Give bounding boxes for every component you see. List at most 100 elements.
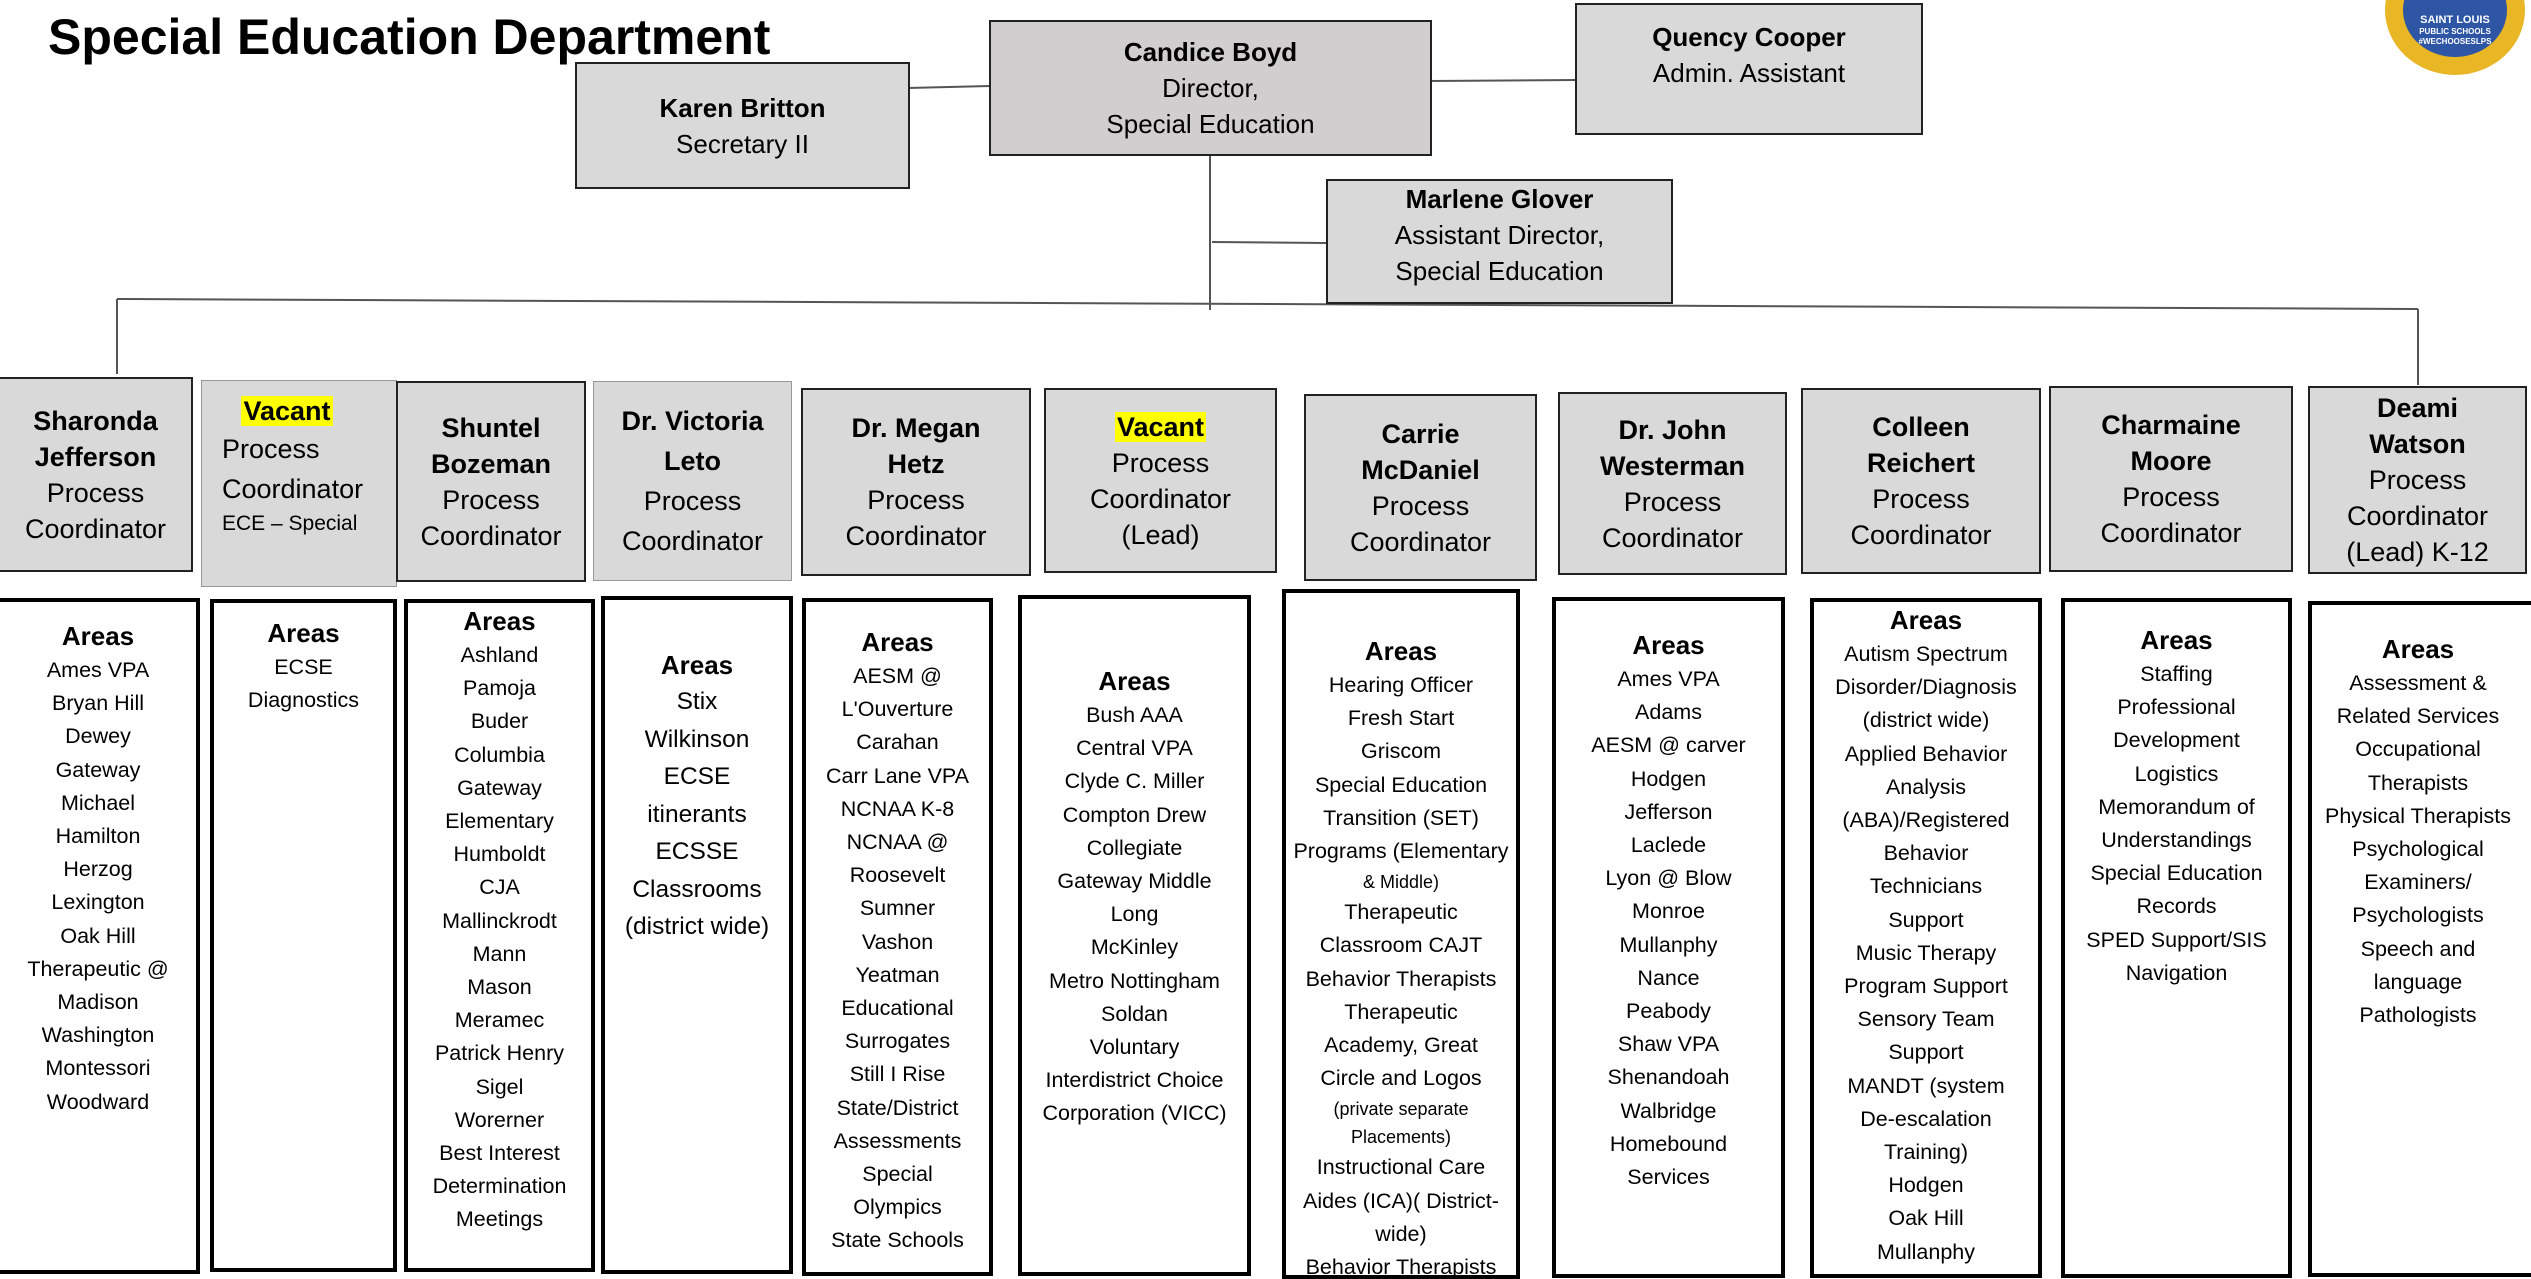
areas-heading: Areas xyxy=(1364,636,1438,666)
area-item: Oak Hill xyxy=(1888,1206,1964,1231)
area-item: AESM @ carver xyxy=(1591,733,1746,758)
coordinator-role: Process xyxy=(1111,447,1210,478)
assistant-director-name: Marlene Glover xyxy=(1405,184,1594,214)
area-item: Laclede xyxy=(1630,833,1707,858)
coordinator-name: Dr. John xyxy=(1618,414,1727,445)
area-item: ECSSE xyxy=(655,838,739,865)
coordinator-box-1: Sharonda Jefferson Process Coordinator xyxy=(0,377,193,572)
areas-box-7: Areas Hearing Officer Fresh Start Grisco… xyxy=(1282,589,1520,1279)
area-item: Hearing Officer xyxy=(1328,673,1474,697)
coordinator-box-11: Deami Watson Process Coordinator (Lead) … xyxy=(2308,386,2527,574)
coordinator-name: Bozeman xyxy=(430,448,552,479)
area-item: Aides (ICA)( District- xyxy=(1303,1188,1499,1213)
coordinator-role: Process xyxy=(1872,484,1970,514)
areas-heading: Areas xyxy=(861,627,934,657)
coordinator-name: Shuntel xyxy=(441,412,541,443)
coordinator-role: Coordinator xyxy=(845,521,987,551)
admin-assistant-role: Admin. Assistant xyxy=(1652,58,1846,88)
area-item: Occupational xyxy=(2355,737,2481,762)
area-item: L'Ouverture xyxy=(841,697,954,722)
coordinator-role: Coordinator xyxy=(24,513,167,544)
coordinator-role: Process xyxy=(643,486,742,516)
area-item: Dewey xyxy=(65,724,131,749)
vacant-highlight: Vacant xyxy=(1114,411,1207,442)
secretary-name: Karen Britton xyxy=(659,92,826,123)
area-item: De-escalation xyxy=(1860,1106,1992,1131)
coordinator-name: Sharonda xyxy=(33,405,158,436)
area-item: Carahan xyxy=(856,730,939,755)
area-item: Homebound xyxy=(1609,1131,1728,1156)
director-role-line2: Special Education xyxy=(1106,109,1315,139)
area-item: Woodward xyxy=(46,1089,150,1114)
coordinator-role: Coordinator xyxy=(420,520,562,551)
area-item: itinerants xyxy=(647,800,747,828)
area-item: Hamilton xyxy=(55,824,141,849)
coordinator-name: Colleen xyxy=(1872,412,1970,442)
coordinator-role: Coordinator xyxy=(222,474,364,504)
area-item: Assessments xyxy=(833,1128,962,1153)
area-item: Long xyxy=(1110,902,1159,927)
area-item: Classrooms xyxy=(632,875,762,903)
area-item: Adams xyxy=(1635,700,1702,725)
coordinator-name: Charmaine xyxy=(2101,410,2241,440)
area-item: State Schools xyxy=(831,1228,964,1253)
areas-heading: Areas xyxy=(463,606,536,636)
areas-heading: Areas xyxy=(2140,625,2213,655)
area-item: Corporation (VICC) xyxy=(1042,1101,1227,1126)
area-item: Psychological xyxy=(2352,837,2484,862)
area-item: Washington xyxy=(41,1023,155,1048)
coordinator-name: Deami xyxy=(2376,393,2459,423)
logo-emblem: SAINT LOUIS PUBLIC SCHOOLS #WECHOOSESLPS xyxy=(2403,0,2507,57)
area-item: Gateway xyxy=(55,757,141,782)
coordinator-role: Coordinator xyxy=(1601,522,1744,553)
coordinator-box-8: Dr. John Westerman Process Coordinator xyxy=(1558,392,1787,575)
admin-assistant-name: Quency Cooper xyxy=(1652,22,1846,52)
area-item: Walbridge xyxy=(1620,1098,1717,1123)
area-item: Bush AAA xyxy=(1086,703,1183,727)
area-item: Related Services xyxy=(2336,704,2500,729)
area-item: Behavior Therapists xyxy=(1305,1255,1497,1279)
area-item: Therapists xyxy=(2367,770,2469,795)
area-item: Lyon @ Blow xyxy=(1605,866,1732,891)
area-item: Meetings xyxy=(455,1207,544,1232)
area-item: Records xyxy=(2136,894,2217,919)
coordinator-role: Coordinator xyxy=(1349,526,1492,557)
area-item: Logistics xyxy=(2134,761,2219,786)
area-item: Surrogates xyxy=(844,1029,951,1054)
area-item: Music Therapy xyxy=(1855,940,1997,965)
area-item: State/District xyxy=(836,1095,959,1120)
area-item: Oak Hill xyxy=(60,923,136,948)
area-item: Memorandum of xyxy=(2098,794,2255,819)
coordinator-role: Coordinator xyxy=(1089,483,1232,514)
area-item: Navigation xyxy=(2125,960,2228,985)
area-item: Columbia xyxy=(454,742,545,767)
area-item: NCNAA K-8 xyxy=(840,796,955,821)
coordinator-box-10: Charmaine Moore Process Coordinator xyxy=(2049,386,2293,572)
area-item: (private separate xyxy=(1333,1099,1469,1120)
areas-box-2: Areas ECSE Diagnostics xyxy=(210,599,397,1272)
area-item: Determination xyxy=(432,1174,567,1199)
areas-heading: Areas xyxy=(1098,666,1171,696)
coordinator-role: Process xyxy=(1623,486,1722,517)
area-item: Hodgen xyxy=(1888,1173,1964,1198)
area-item: Special Education xyxy=(1314,772,1488,797)
area-item: Shaw VPA xyxy=(1617,1032,1720,1057)
coordinator-name: Leto xyxy=(664,446,721,476)
area-item: Best Interest xyxy=(439,1141,560,1166)
area-item: Griscom xyxy=(1360,739,1442,764)
area-item: ECSE xyxy=(663,763,731,790)
area-item: (district wide) xyxy=(624,913,770,940)
areas-heading: Areas xyxy=(2381,634,2455,664)
area-item: Assessment & xyxy=(2349,671,2487,695)
area-item: Special xyxy=(862,1162,933,1187)
area-item: Ashland xyxy=(460,643,539,667)
coordinator-role: (Lead) xyxy=(1121,519,1200,550)
coordinator-name: Moore xyxy=(2130,446,2212,476)
area-item: Classroom CAJT xyxy=(1319,933,1483,958)
area-item: Interdistrict Choice xyxy=(1045,1068,1224,1093)
area-item: Meramec xyxy=(454,1008,545,1033)
area-item: Hodgen xyxy=(1630,766,1707,791)
coordinator-name: Jefferson xyxy=(34,441,157,472)
area-item: Elementary xyxy=(445,809,554,834)
area-item: McKinley xyxy=(1090,935,1179,960)
